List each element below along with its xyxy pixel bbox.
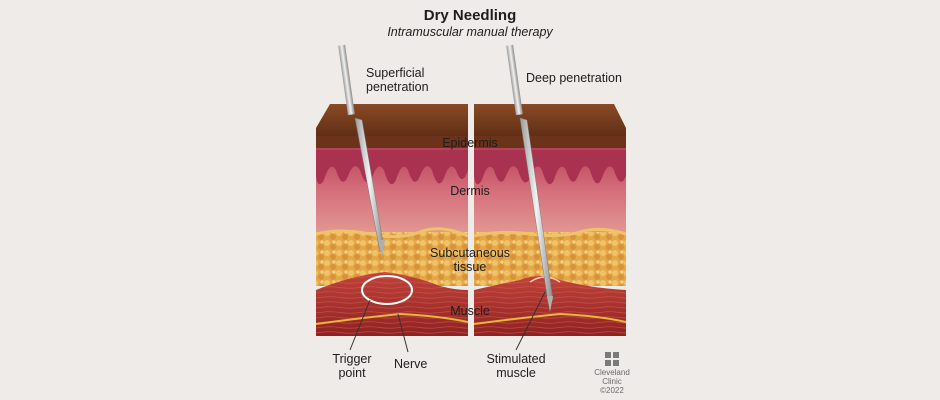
right-nerve <box>474 312 626 325</box>
left-dermal-papillae <box>316 150 468 185</box>
left-epidermis-layer <box>316 136 468 150</box>
label-superficial-penetration: Superficial penetration <box>366 66 429 94</box>
diagram-title: Dry Needling <box>423 7 517 24</box>
label-nerve: Nerve <box>394 357 428 371</box>
left-nerve <box>316 312 468 325</box>
cleveland-clinic-logo: Cleveland Clinic ©2022 <box>592 352 632 395</box>
trigger-point-ring <box>361 275 413 305</box>
label-dermis: Dermis <box>450 184 490 198</box>
label-stimulated-muscle: Stimulated muscle <box>486 352 546 380</box>
label-epidermis: Epidermis <box>442 136 498 150</box>
label-deep-penetration: Deep penetration <box>526 71 622 85</box>
left-skin-surface <box>316 104 468 138</box>
left-tissue-block <box>316 104 468 336</box>
label-subcutaneous-tissue: Subcutaneous tissue <box>430 246 510 274</box>
right-epidermis-layer <box>474 136 626 150</box>
right-skin-surface <box>474 104 626 138</box>
right-needle <box>506 44 554 312</box>
label-trigger-point: Trigger point <box>332 352 372 380</box>
label-muscle: Muscle <box>450 304 490 318</box>
diagram-subtitle: Intramuscular manual therapy <box>387 25 553 39</box>
left-needle <box>338 44 385 258</box>
right-dermal-papillae <box>474 150 626 185</box>
cleveland-clinic-logo-icon <box>605 352 619 366</box>
leader-lines <box>349 291 546 353</box>
